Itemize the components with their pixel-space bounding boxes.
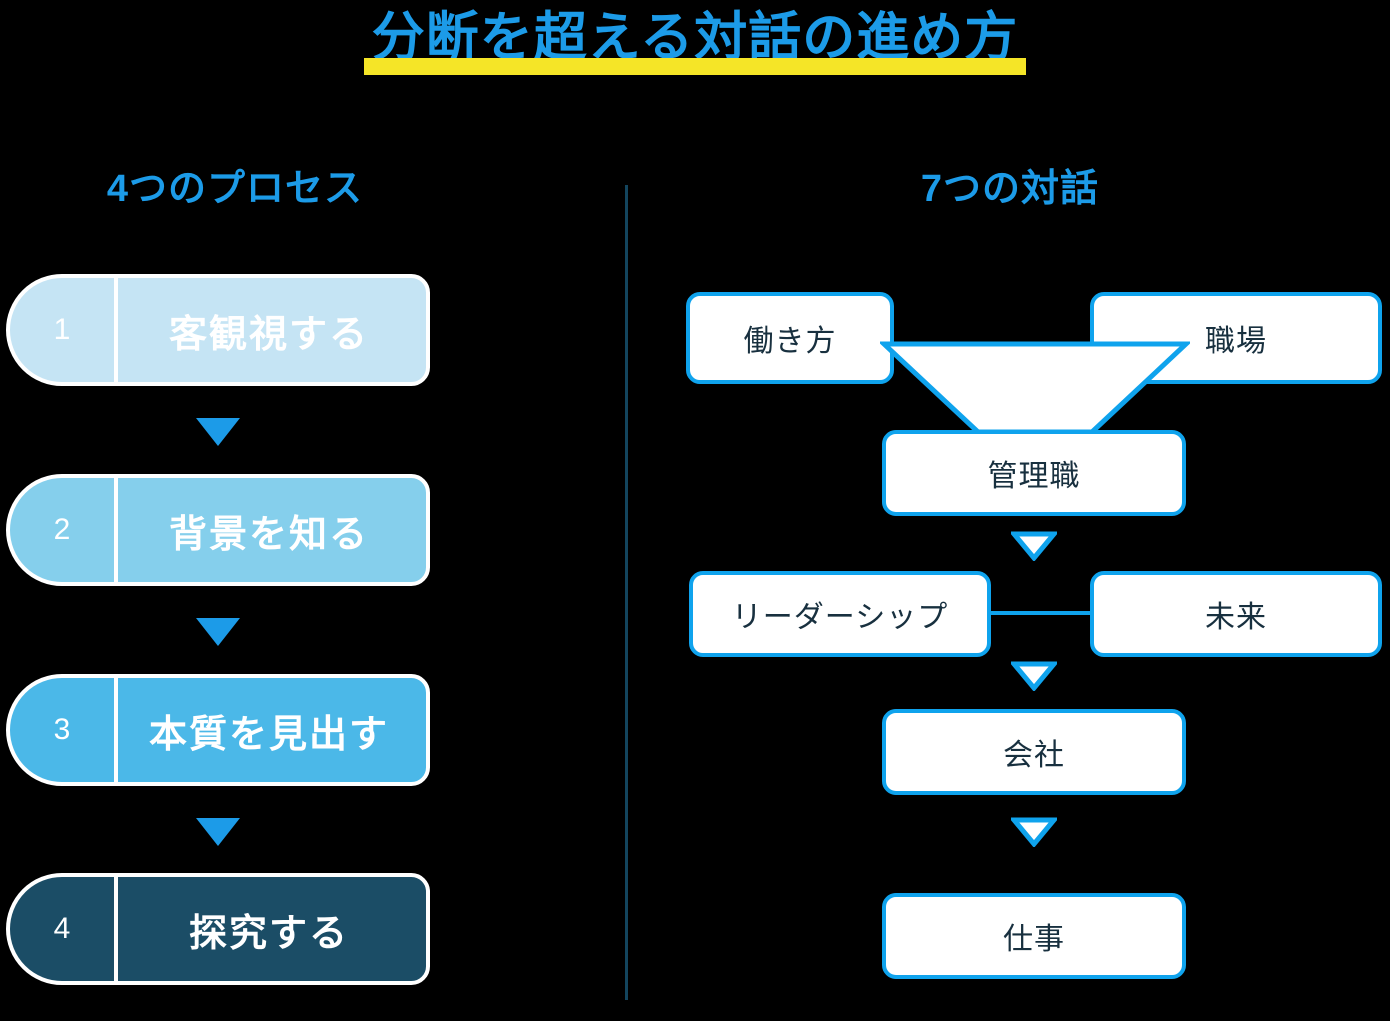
title-text: 分断を超える対話の進め方 [371,8,1019,67]
process-step-4-number: 4 [10,877,118,981]
process-step-3[interactable]: 3 本質を見出す [6,674,430,786]
title-inner: 分断を超える対話の進め方 [363,8,1027,75]
process-step-4-label: 探究する [188,912,349,955]
dialogue-node-shigoto[interactable]: 仕事 [882,893,1186,979]
process-arrow-down-icon-1 [196,418,240,446]
dialogue-arrow-down-icon-1 [1011,531,1057,561]
process-step-3-label: 本質を見出す [148,713,389,756]
process-step-2[interactable]: 2 背景を知る [6,474,430,586]
process-step-4[interactable]: 4 探究する [6,873,430,985]
right-section-heading: 7つの対話 [920,168,1100,210]
process-step-1-label: 客観視する [168,313,369,356]
panel-divider [625,185,628,1000]
title-underline-highlight [363,57,1027,75]
process-step-2-label: 背景を知る [168,513,369,556]
process-step-1[interactable]: 1 客観視する [6,274,430,386]
left-section-heading: 4つのプロセス [106,168,364,210]
process-arrow-down-icon-2 [196,618,240,646]
dialogue-arrow-down-icon-3 [1011,817,1057,847]
process-step-2-number: 2 [10,478,118,582]
dialogue-arrow-down-icon-2 [1011,661,1057,691]
page-title: 分断を超える対話の進め方 [0,8,1390,75]
process-step-3-number: 3 [10,678,118,782]
dialogue-node-kanrishoku[interactable]: 管理職 [882,430,1186,516]
dialogue-node-leadership[interactable]: リーダーシップ [689,571,991,657]
process-arrow-down-icon-3 [196,818,240,846]
dialogue-node-kaisha[interactable]: 会社 [882,709,1186,795]
dialogue-node-mirai[interactable]: 未来 [1090,571,1382,657]
dialogue-node-hatarakikata[interactable]: 働き方 [686,292,894,384]
dialogue-link-line [988,611,1092,615]
process-step-1-number: 1 [10,278,118,382]
merge-funnel-connector [880,341,1190,435]
